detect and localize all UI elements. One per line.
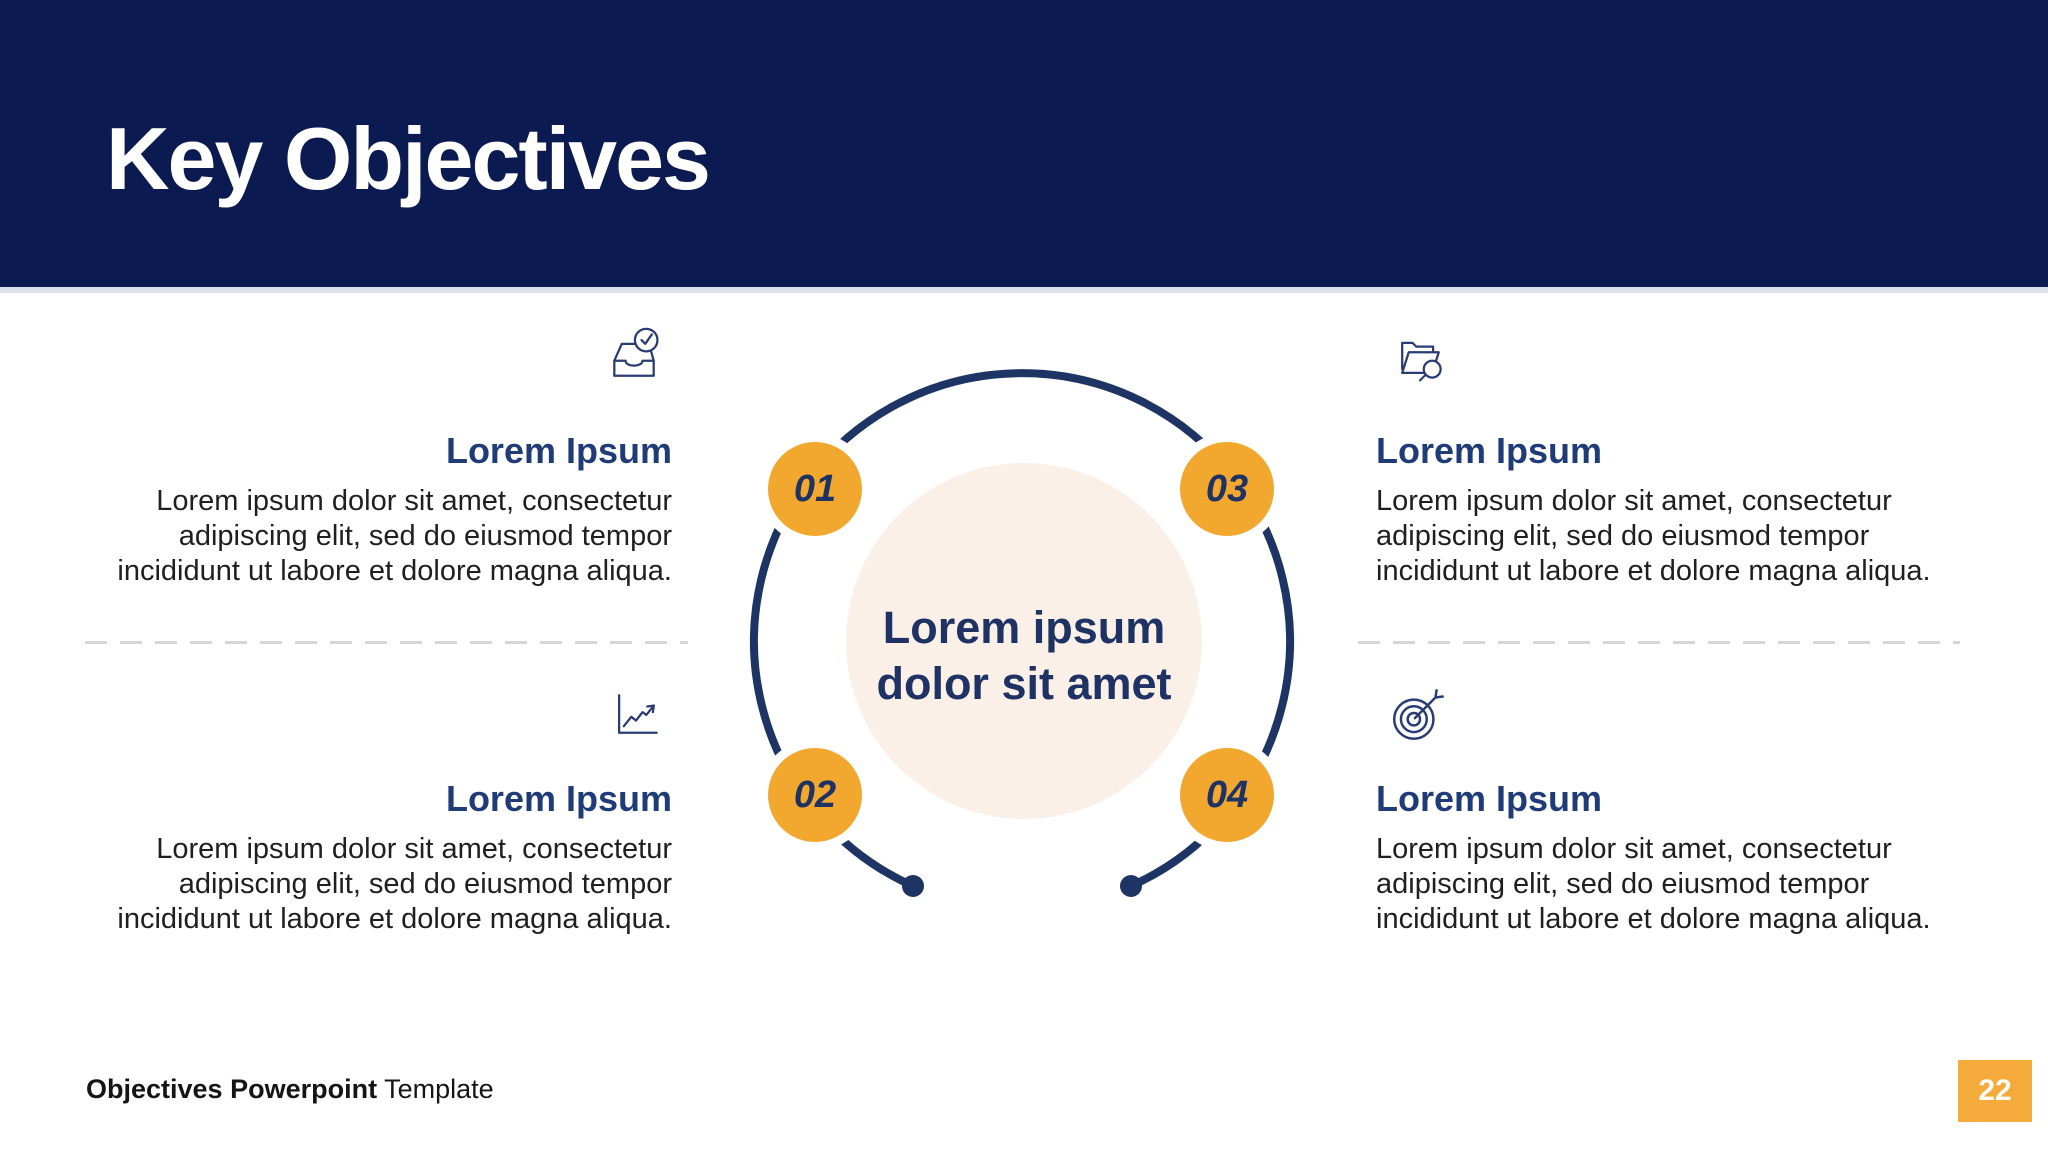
- step-circle-04: 04: [1180, 748, 1274, 842]
- block-heading-top-left: Lorem Ipsum: [445, 430, 672, 471]
- dashed-divider-left: [85, 641, 688, 644]
- step-circle-01: 01: [768, 442, 862, 536]
- page-number-badge: 22: [1958, 1060, 2032, 1122]
- center-label-line2: dolor sit amet: [876, 658, 1172, 709]
- footer-caption-regular: Template: [384, 1074, 494, 1104]
- center-label-line1: Lorem ipsum: [882, 602, 1166, 653]
- page-title: Key Objectives: [106, 109, 711, 208]
- growth-chart-icon: [606, 684, 666, 744]
- ring-end-dot-right: [1120, 875, 1142, 897]
- header-band: Key Objectives: [0, 0, 2048, 293]
- block-heading-bottom-left: Lorem Ipsum: [445, 778, 672, 819]
- center-label: Lorem ipsum dolor sit amet: [824, 600, 1224, 712]
- step-number: 02: [793, 773, 837, 816]
- footer-caption-bold: Objectives Powerpoint: [86, 1074, 378, 1104]
- block-body-bottom-right: Lorem ipsum dolor sit amet, consectetur …: [1376, 833, 1931, 935]
- page-number: 22: [1978, 1074, 2012, 1107]
- inbox-check-icon: [604, 326, 664, 386]
- dashed-divider-right: [1358, 641, 1960, 644]
- folder-search-icon: [1390, 326, 1450, 386]
- step-number: 01: [793, 467, 837, 510]
- block-body-top-left: Lorem ipsum dolor sit amet, consectetur …: [117, 485, 672, 587]
- block-heading-bottom-right: Lorem Ipsum: [1376, 778, 1603, 819]
- step-number: 03: [1205, 467, 1249, 510]
- block-body-bottom-left: Lorem ipsum dolor sit amet, consectetur …: [117, 833, 672, 935]
- block-heading-top-right: Lorem Ipsum: [1376, 430, 1603, 471]
- step-number: 04: [1205, 773, 1249, 816]
- step-circle-02: 02: [768, 748, 862, 842]
- target-arrow-icon: [1386, 680, 1452, 746]
- block-body-top-right: Lorem ipsum dolor sit amet, consectetur …: [1376, 485, 1931, 587]
- center-circle: [846, 463, 1202, 819]
- ring-end-dot-left: [902, 875, 924, 897]
- step-circle-03: 03: [1180, 442, 1274, 536]
